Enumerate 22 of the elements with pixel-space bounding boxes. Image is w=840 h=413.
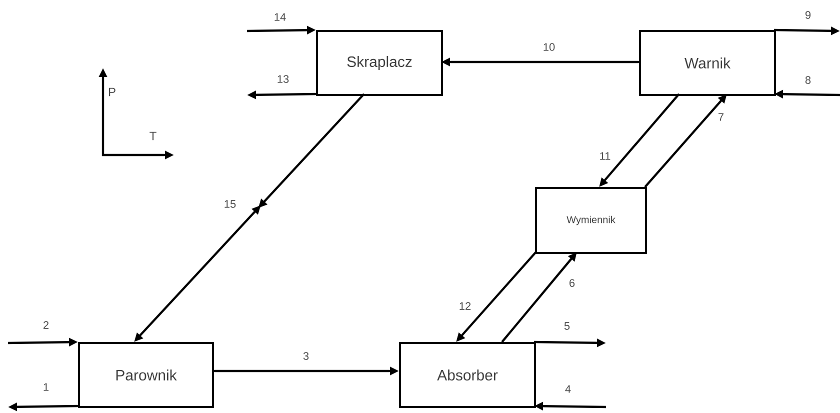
edge-label: 13: [276, 74, 290, 84]
edge-label: 9: [804, 10, 812, 20]
edge-label: 11: [598, 151, 612, 161]
edge-label: 3: [302, 351, 310, 361]
edge-label: 1: [42, 382, 50, 392]
edge-label: 2: [42, 320, 50, 330]
axis-label: T: [150, 132, 156, 140]
edge-label: 15: [222, 199, 238, 209]
edge-label: 6: [568, 278, 576, 288]
edge-label: 10: [542, 42, 556, 52]
edge-label: 12: [458, 301, 472, 311]
process-box: Absorber: [399, 342, 536, 408]
axis-label: P: [109, 88, 116, 96]
edge-label: 14: [272, 12, 288, 22]
edge-label: 5: [562, 321, 572, 331]
process-box: Skraplacz: [316, 30, 443, 96]
edge-label: 8: [804, 75, 812, 85]
process-box: Parownik: [78, 342, 214, 408]
edge-label: 7: [716, 112, 726, 122]
process-box: Wymiennik: [535, 187, 647, 254]
edge-label: 4: [564, 384, 572, 394]
process-box: Warnik: [639, 30, 776, 96]
